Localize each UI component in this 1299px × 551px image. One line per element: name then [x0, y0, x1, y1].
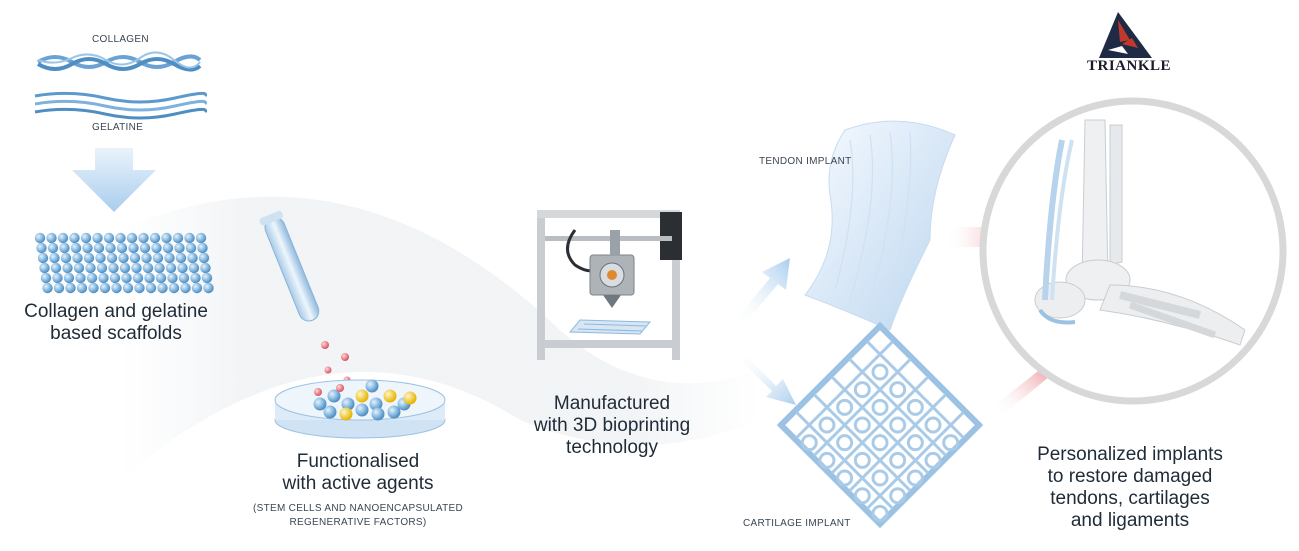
functionalised-note: (STEM CELLS AND NANOENCAPSULATED REGENER…: [252, 503, 463, 528]
gelatine-strands-icon: [34, 91, 208, 120]
ankle-bones-icon: [1034, 119, 1246, 346]
gelatine-label: GELATINE: [92, 122, 144, 133]
ankle-circle: [979, 97, 1287, 405]
collagen-label: COLLAGEN: [92, 34, 149, 45]
arrow-to-tendon-icon: [735, 258, 790, 326]
cartilage-implant-label: CARTILAGE IMPLANT: [743, 518, 851, 529]
petri-dish-icon: [274, 379, 446, 439]
triankle-logo-icon: [1099, 12, 1152, 58]
cartilage-implant-icon: [776, 321, 984, 529]
droplets-icon: [321, 341, 351, 384]
scaffolds-caption: Collagen and gelatine based scaffolds: [24, 301, 208, 344]
down-arrow-icon: [72, 148, 156, 212]
arrow-to-cartilage-icon: [736, 350, 796, 405]
bioprinter-icon: [537, 210, 682, 360]
result-caption: Personalized implants to restore damaged…: [1037, 444, 1223, 531]
tendon-implant-icon: [804, 120, 956, 331]
tendon-implant-label: TENDON IMPLANT: [759, 156, 852, 167]
collagen-fiber-icon: [36, 51, 202, 72]
brand-name: TRIANKLE: [1087, 58, 1172, 74]
bioprinting-caption: Manufactured with 3D bioprinting technol…: [533, 393, 691, 458]
functionalised-caption: Functionalised with active agents: [282, 451, 434, 494]
scaffold-beads-icon: [34, 232, 214, 294]
test-tube-icon: [259, 210, 320, 322]
